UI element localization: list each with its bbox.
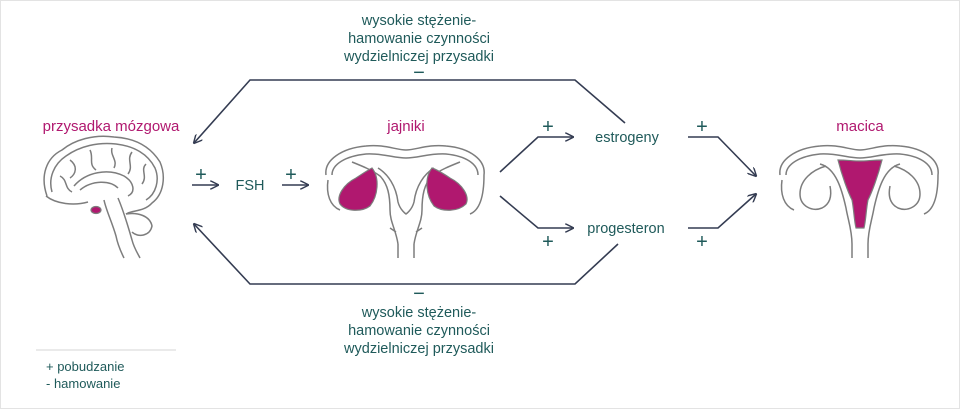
legend-minus: - hamowanie [46,376,120,391]
sign-progesterone-uterus: + [696,231,708,253]
feedback-top-arrow [194,79,626,143]
feedback-top-line1: wysokie stężenie- [361,13,477,29]
feedback-bottom-minus: − [413,283,425,305]
arrow-ovaries-estrogen [499,137,573,173]
feedback-bottom-line1: wysokie stężenie- [361,305,477,321]
ovaries-icon [325,144,485,258]
fsh-label: FSH [236,178,265,194]
feedback-bottom-line2: hamowanie czynności [348,323,490,339]
feedback-bottom-arrow [194,224,619,285]
sign-ovaries-progesterone: + [542,231,554,253]
feedback-top-minus: − [413,62,425,84]
pituitary-label: przysadka mózgowa [43,118,180,135]
arrow-estrogen-uterus [688,136,756,176]
feedback-bottom-line3: wydzielniczej przysadki [343,341,494,357]
sign-ovaries-estrogen: + [542,116,554,138]
sign-estrogen-uterus: + [696,116,708,138]
brain-icon [43,135,165,259]
arrow-progesterone-uterus [688,194,756,229]
legend-plus: + pobudzanie [46,359,124,374]
progesterone-label: progesteron [587,221,664,237]
uterus-label: macica [836,118,884,135]
pituitary-gland-spot [90,205,102,215]
ovaries-label: jajniki [386,118,425,135]
sign-fsh-ovaries: + [285,164,297,186]
estrogen-label: estrogeny [595,130,659,146]
feedback-top-line2: hamowanie czynności [348,31,490,47]
uterus-icon [779,144,939,258]
feedback-top-line3: wydzielniczej przysadki [343,49,494,65]
sign-pituitary-fsh: + [195,164,207,186]
arrow-ovaries-progesterone [499,195,573,228]
